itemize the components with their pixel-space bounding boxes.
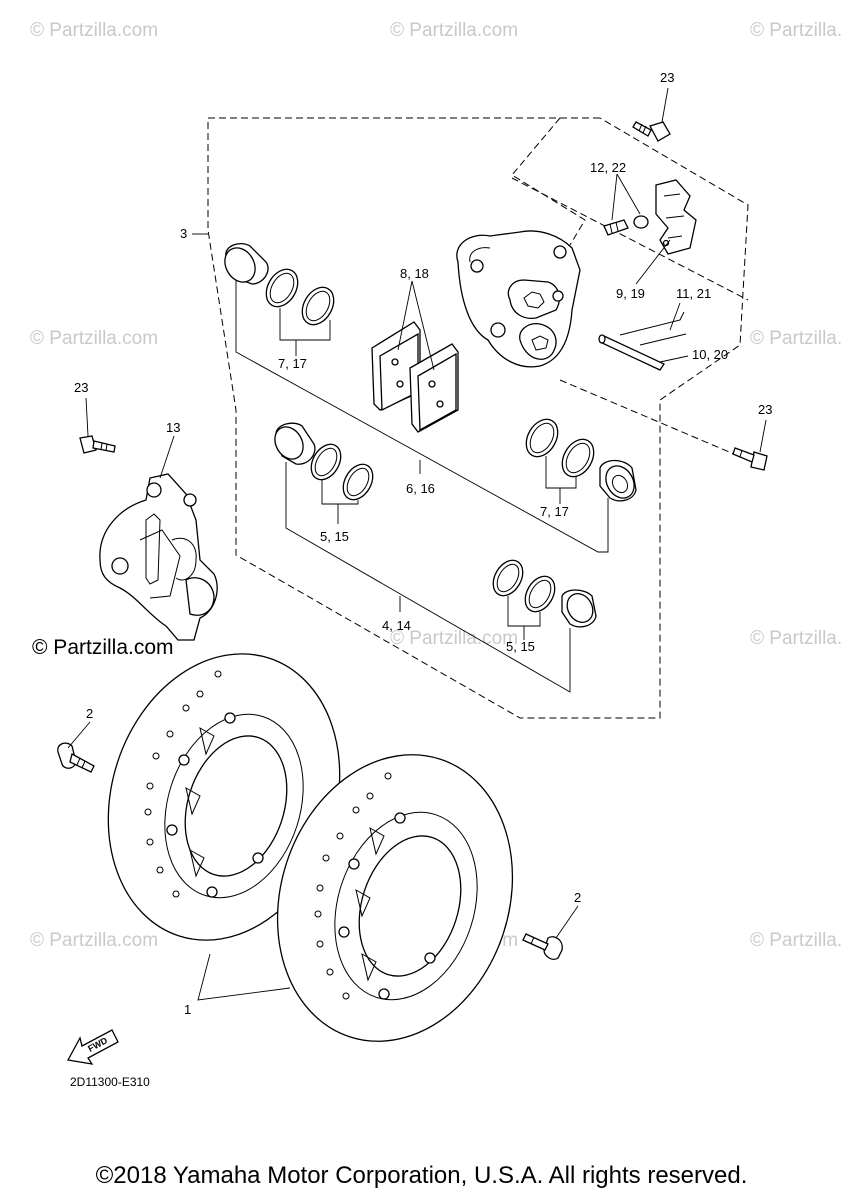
bolt-23-left[interactable] bbox=[79, 435, 116, 454]
front-caliper-13[interactable] bbox=[99, 473, 218, 641]
watermark-prominent: © Partzilla.com bbox=[32, 636, 174, 659]
piston-6-mid-right[interactable] bbox=[599, 459, 640, 504]
disc-bolt-2-left[interactable] bbox=[57, 742, 95, 773]
callout-2: 2 bbox=[574, 890, 581, 905]
bolt-23-top[interactable] bbox=[632, 121, 671, 142]
callout-8-18: 8, 18 bbox=[400, 266, 429, 281]
callout-7-17: 7, 17 bbox=[540, 504, 569, 519]
brake-disc-1-left[interactable] bbox=[72, 624, 375, 971]
piston-6-mid-left[interactable] bbox=[269, 422, 316, 465]
watermark: © Partzilla.com bbox=[750, 328, 843, 349]
callout-23: 23 bbox=[74, 380, 88, 395]
seal-15-low-right[interactable] bbox=[519, 571, 561, 617]
fwd-arrow-icon: FWD bbox=[66, 1029, 119, 1065]
copyright-notice: ©2018 Yamaha Motor Corporation, U.S.A. A… bbox=[95, 1162, 748, 1189]
bolt-guide-line bbox=[559, 379, 749, 461]
callout-6-16: 6, 16 bbox=[406, 481, 435, 496]
assembly-guide-line bbox=[511, 117, 586, 246]
brake-disc-1-right[interactable] bbox=[241, 724, 548, 1072]
piston-4-low-right[interactable] bbox=[561, 589, 598, 628]
callout-10-20: 10, 20 bbox=[692, 347, 728, 362]
watermark: © Partzilla.com bbox=[750, 20, 843, 41]
seal-7-mid-right[interactable] bbox=[520, 414, 564, 463]
callout-3: 3 bbox=[180, 226, 187, 241]
callout-1: 1 bbox=[184, 1002, 191, 1017]
callout-11-21: 11, 21 bbox=[676, 286, 711, 301]
pad-pin-10[interactable] bbox=[598, 334, 665, 371]
watermark: © Partzilla.com bbox=[30, 328, 158, 349]
seal-5-low-right[interactable] bbox=[487, 555, 529, 601]
clip-11[interactable] bbox=[619, 311, 687, 346]
callout-13: 13 bbox=[166, 420, 180, 435]
callouts: 23 3 12, 22 8, 18 9, 19 11, 21 10, 20 7,… bbox=[74, 70, 772, 1017]
watermark: © Partzilla.com bbox=[750, 930, 843, 951]
watermark: © Partzilla.com bbox=[390, 20, 518, 41]
seal-17-top-left[interactable] bbox=[296, 282, 340, 331]
watermark: © Partzilla.com bbox=[750, 628, 843, 649]
seal-7-top-left[interactable] bbox=[260, 264, 304, 313]
bolt-23-right[interactable] bbox=[732, 447, 768, 471]
leader-lines bbox=[67, 87, 767, 1001]
callout-2: 2 bbox=[86, 706, 93, 721]
callout-12-22: 12, 22 bbox=[590, 160, 626, 175]
callout-23: 23 bbox=[758, 402, 772, 417]
seal-5-mid-left[interactable] bbox=[305, 439, 347, 485]
callout-9-19: 9, 19 bbox=[616, 286, 645, 301]
caliper-assembly-boundary bbox=[207, 117, 749, 719]
watermark: © Partzilla.com bbox=[30, 20, 158, 41]
callout-7-17: 7, 17 bbox=[278, 356, 307, 371]
caliper-body[interactable] bbox=[456, 230, 581, 368]
watermark: © Partzilla.com bbox=[30, 930, 158, 951]
brake-pad-kit-8[interactable] bbox=[371, 321, 459, 433]
disc-bolt-2-right[interactable] bbox=[522, 933, 563, 960]
pad-spring-9[interactable] bbox=[655, 179, 697, 255]
diagram-code: 2D11300-E310 bbox=[70, 1075, 150, 1089]
callout-5-15: 5, 15 bbox=[320, 529, 349, 544]
bleed-screw-12[interactable] bbox=[603, 215, 649, 236]
assembly-guide-line bbox=[511, 177, 749, 301]
piston-6-top-left[interactable] bbox=[219, 242, 269, 287]
callout-23: 23 bbox=[660, 70, 674, 85]
seal-17-mid-right[interactable] bbox=[556, 434, 600, 483]
callout-4-14: 4, 14 bbox=[382, 618, 411, 633]
callout-5-15: 5, 15 bbox=[506, 639, 535, 654]
seal-15-mid-left[interactable] bbox=[337, 459, 379, 505]
